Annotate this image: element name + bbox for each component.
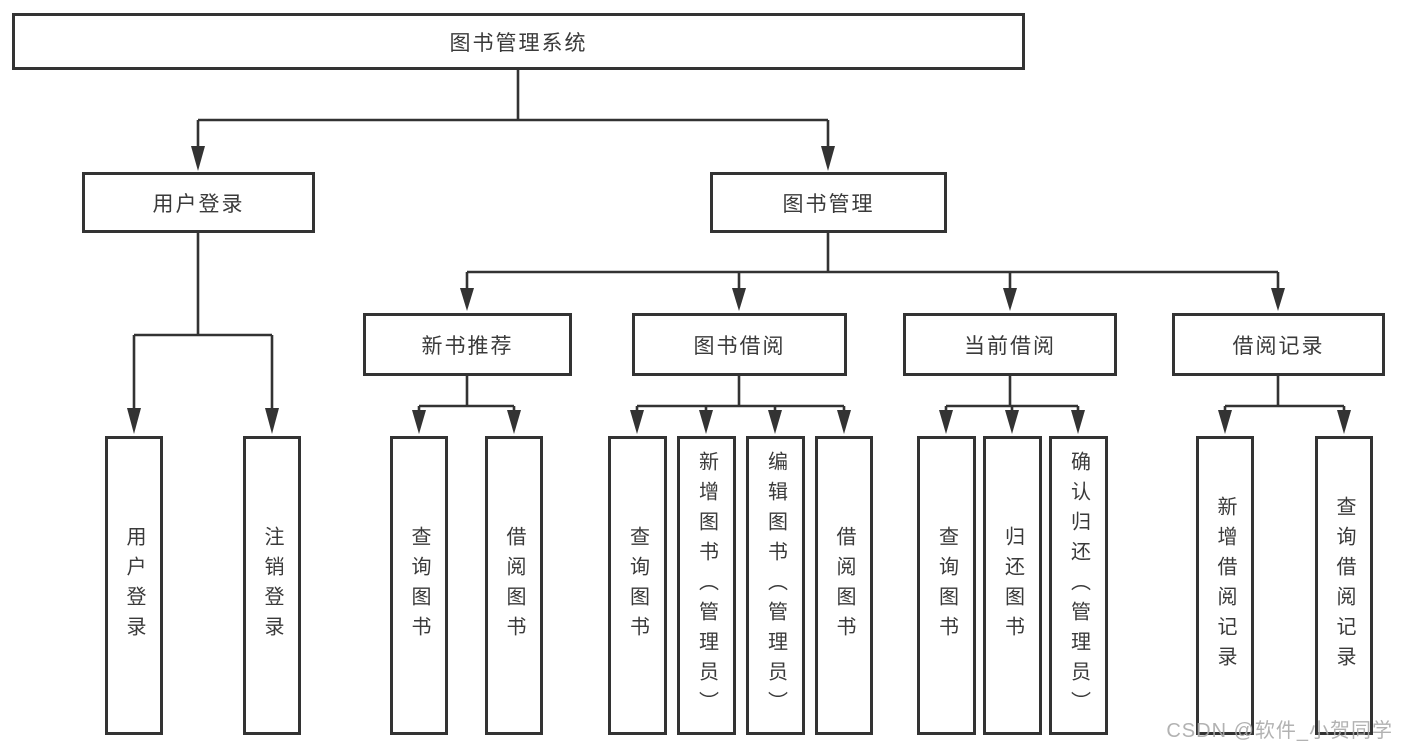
node-new-book-recommend: 新书推荐 [363,313,572,376]
leaf-query-books-recommend: 查询图书 [390,436,448,735]
node-label: 借阅记录 [1232,334,1325,358]
node-current-borrow: 当前借阅 [903,313,1117,376]
node-user-login: 用户登录 [82,172,315,233]
node-label: 新增借阅记录 [1214,495,1236,676]
leaf-edit-book-admin: 编辑图书（管理员） [746,436,805,735]
node-label: 借阅图书 [503,525,525,646]
node-book-borrow: 图书借阅 [632,313,847,376]
node-label: 注销登录 [261,525,283,646]
node-label: 新增图书（管理员） [695,450,718,721]
node-label: 用户登录 [123,525,145,646]
connector-book-borrow-children [630,376,851,434]
connector-root-to-level2 [191,70,835,171]
node-label: 借阅图书 [833,525,855,646]
connector-user-login-children [127,233,279,434]
leaf-borrow-book: 借阅图书 [815,436,873,735]
connector-borrow-records-children [1218,376,1351,434]
leaf-borrow-books-recommend: 借阅图书 [485,436,543,735]
leaf-add-borrow-record: 新增借阅记录 [1196,436,1254,735]
node-label: 图书借阅 [693,334,786,358]
node-label: 查询借阅记录 [1333,495,1355,676]
node-label: 归还图书 [1001,525,1024,646]
connector-book-mgmt-children [460,233,1285,311]
leaf-return-book: 归还图书 [983,436,1042,735]
leaf-logout: 注销登录 [243,436,301,735]
leaf-query-books-current: 查询图书 [917,436,976,735]
leaf-query-books-borrow: 查询图书 [608,436,667,735]
node-label: 查询图书 [935,525,958,646]
leaf-query-borrow-record: 查询借阅记录 [1315,436,1373,735]
node-label: 图书管理 [782,192,875,216]
node-label: 图书管理系统 [449,31,588,55]
node-label: 当前借阅 [964,334,1056,358]
node-label: 确认归还（管理员） [1067,450,1090,721]
leaf-user-login: 用户登录 [105,436,163,735]
node-borrow-records: 借阅记录 [1172,313,1385,376]
node-book-management: 图书管理 [710,172,947,233]
leaf-confirm-return-admin: 确认归还（管理员） [1049,436,1108,735]
leaf-add-book-admin: 新增图书（管理员） [677,436,736,735]
node-label: 查询图书 [408,525,430,646]
node-label: 新书推荐 [421,334,514,358]
node-label: 用户登录 [152,192,245,216]
connector-new-book-children [412,376,521,434]
node-label: 查询图书 [626,525,649,646]
connector-current-borrow-children [939,376,1085,434]
node-label: 编辑图书（管理员） [764,450,787,721]
node-root-library-system: 图书管理系统 [12,13,1025,70]
